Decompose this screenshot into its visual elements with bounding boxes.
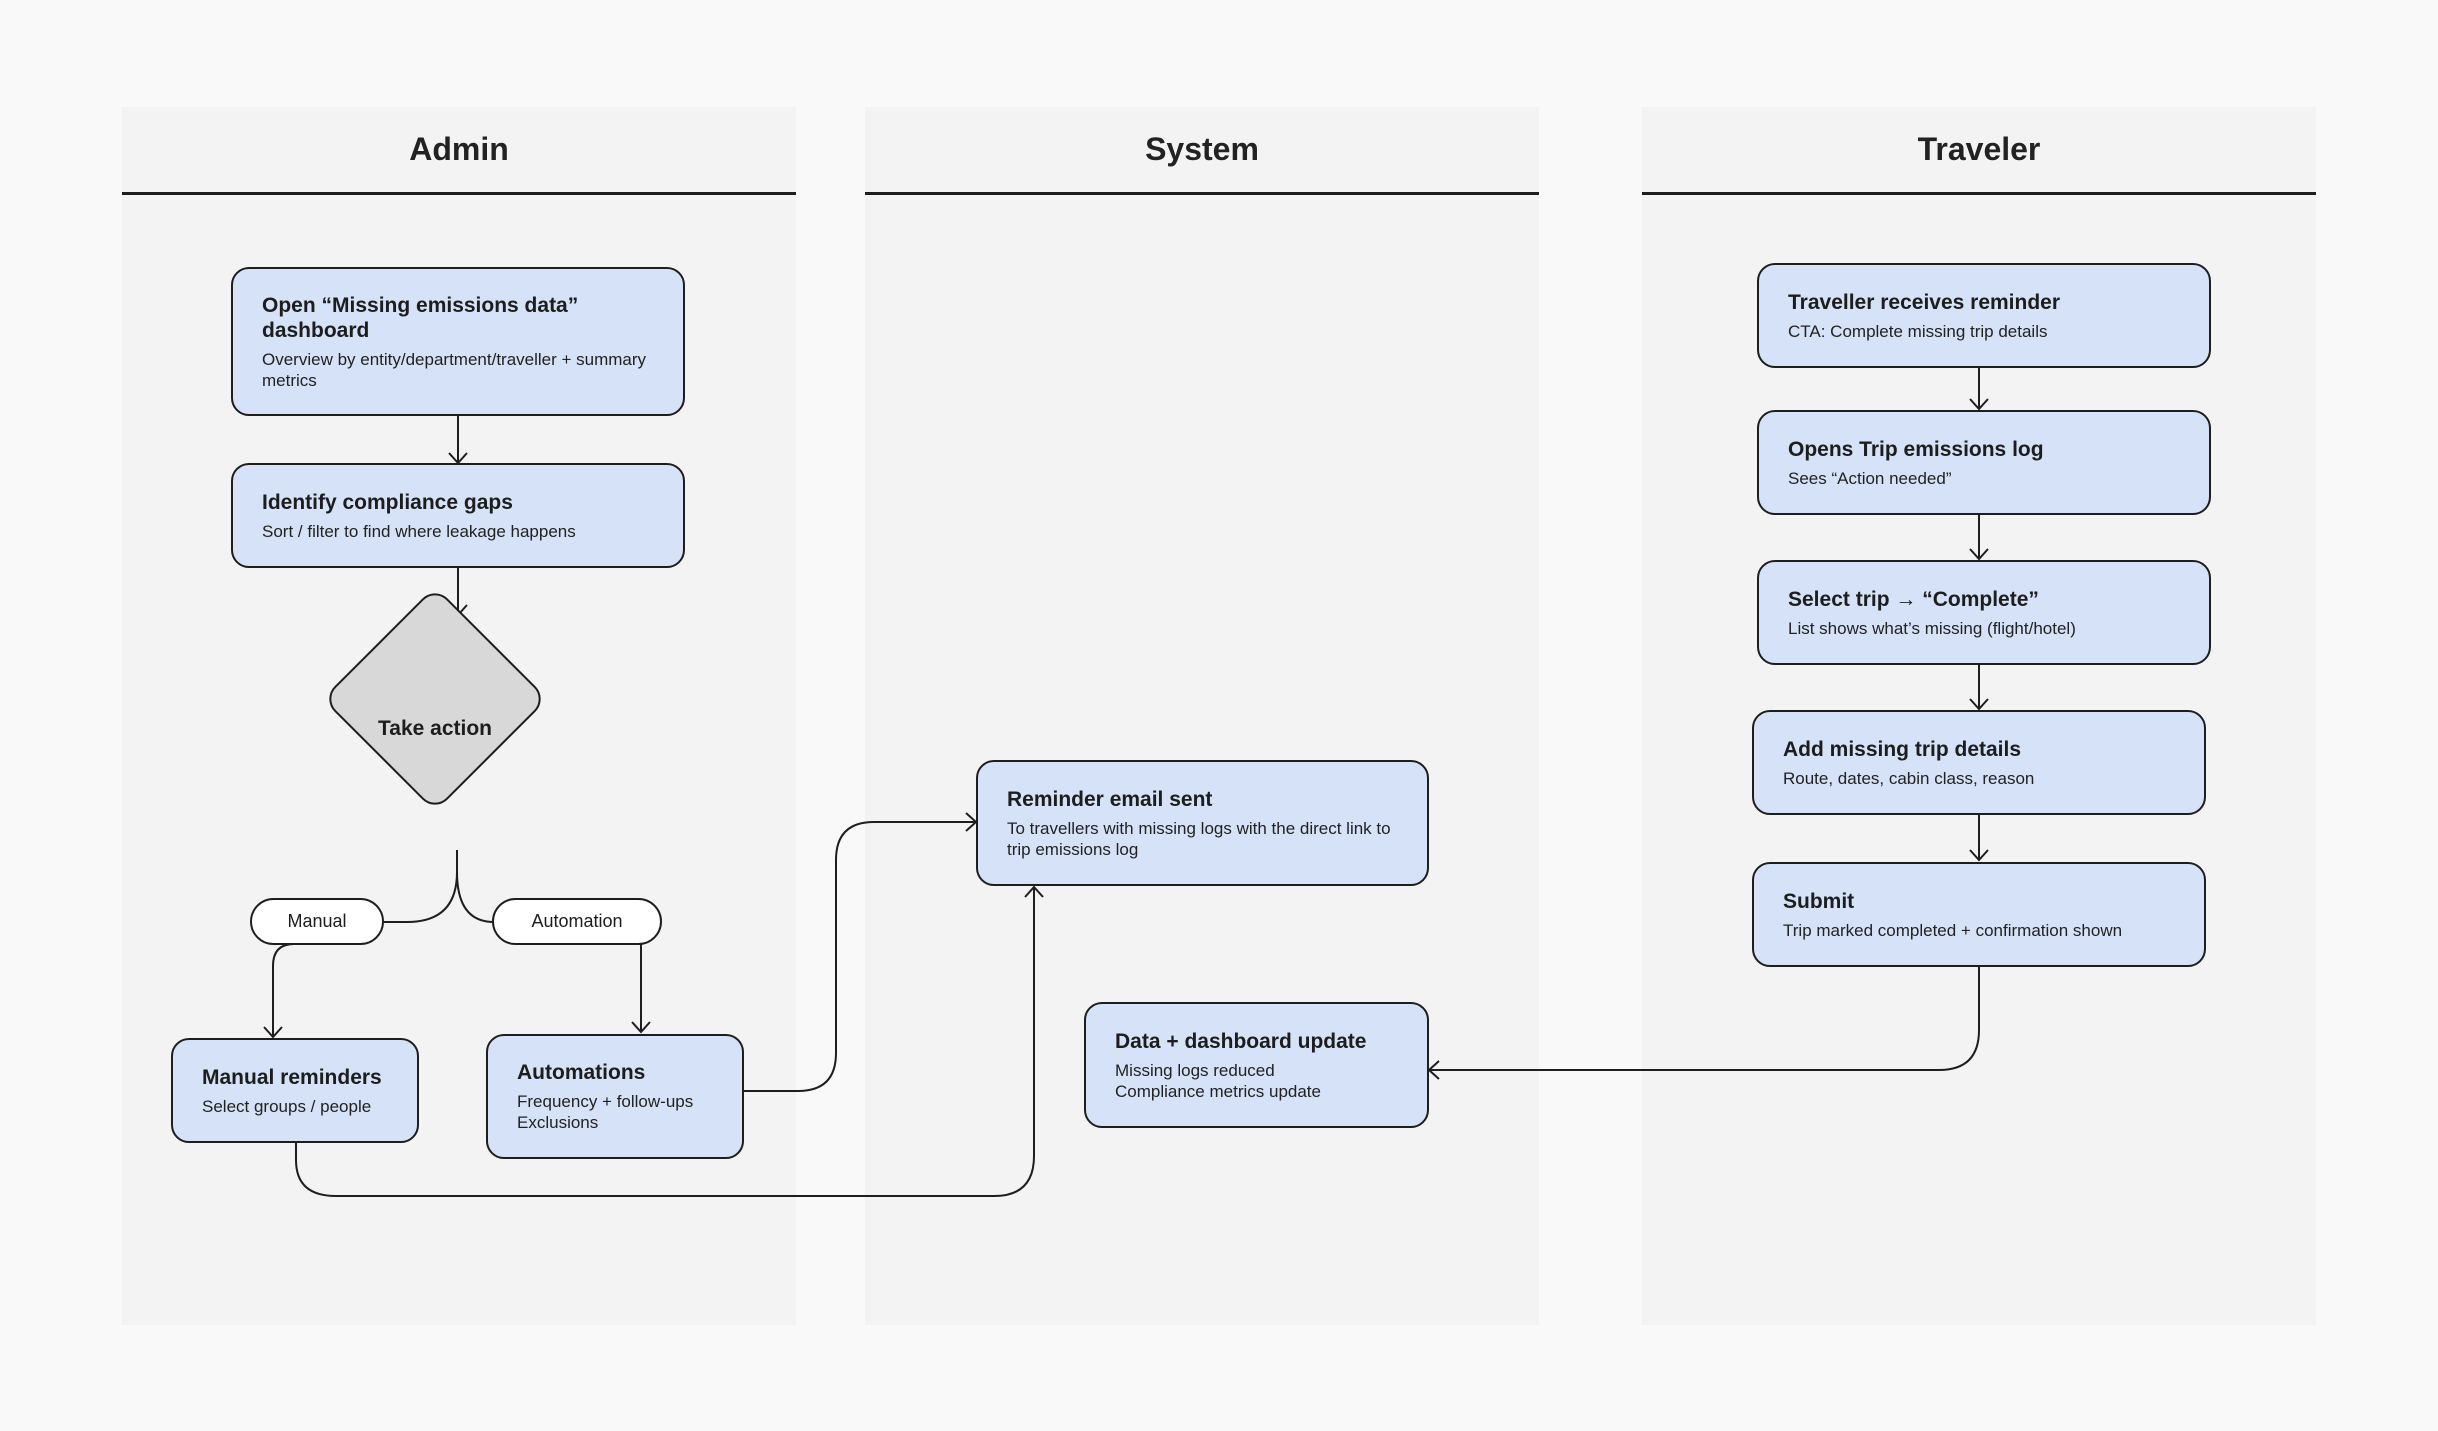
node-opens-log-subtitle: Sees “Action needed”	[1788, 468, 1952, 488]
node-submit[interactable]: Submit Trip marked completed + confirmat…	[1752, 862, 2206, 967]
decision-take-action-label: Take action	[378, 717, 492, 740]
node-automations-subtitle: Frequency + follow-ups Exclusions	[517, 1092, 694, 1132]
node-add-details-title: Add missing trip details	[1783, 737, 2022, 761]
node-traveller-receives-title: Traveller receives reminder	[1788, 290, 2061, 314]
node-automations-title: Automations	[517, 1061, 646, 1084]
node-data-update[interactable]: Data + dashboard update Missing logs red…	[1084, 1002, 1429, 1128]
node-manual-reminders[interactable]: Manual reminders Select groups / people	[171, 1038, 419, 1143]
lane-traveler-header: Traveler	[1642, 107, 2316, 195]
node-reminder-email-subtitle: To travellers with missing logs with the…	[1007, 818, 1391, 859]
node-select-trip-subtitle: List shows what’s missing (flight/hotel)	[1788, 618, 2076, 638]
node-manual-reminders-subtitle: Select groups / people	[202, 1096, 372, 1116]
node-opens-log-title: Opens Trip emissions log	[1788, 437, 2044, 461]
branch-automation-pill: Automation	[492, 898, 662, 945]
node-traveller-receives-subtitle: CTA: Complete missing trip details	[1788, 321, 2048, 341]
node-identify-gaps-subtitle: Sort / filter to find where leakage happ…	[262, 521, 576, 541]
node-data-update-title: Data + dashboard update	[1115, 1029, 1367, 1053]
node-submit-title: Submit	[1783, 889, 1855, 913]
node-open-dashboard-subtitle: Overview by entity/department/traveller …	[262, 349, 647, 390]
node-select-trip-title: Select trip → “Complete”	[1788, 587, 2039, 611]
node-opens-log[interactable]: Opens Trip emissions log Sees “Action ne…	[1757, 410, 2211, 515]
node-identify-gaps[interactable]: Identify compliance gaps Sort / filter t…	[231, 463, 685, 568]
node-manual-reminders-title: Manual reminders	[202, 1065, 382, 1089]
lane-system-header: System	[865, 107, 1539, 195]
node-open-dashboard[interactable]: Open “Missing emissions data” dashboard …	[231, 267, 685, 416]
node-open-dashboard-title: Open “Missing emissions data” dashboard	[262, 293, 579, 342]
node-automations[interactable]: Automations Frequency + follow-ups Exclu…	[486, 1034, 744, 1159]
lane-admin-header: Admin	[122, 107, 796, 195]
node-submit-subtitle: Trip marked completed + confirmation sho…	[1783, 920, 2123, 940]
node-reminder-email[interactable]: Reminder email sent To travellers with m…	[976, 760, 1429, 886]
branch-manual-pill: Manual	[250, 898, 384, 945]
node-add-details[interactable]: Add missing trip details Route, dates, c…	[1752, 710, 2206, 815]
node-add-details-subtitle: Route, dates, cabin class, reason	[1783, 768, 2035, 788]
node-traveller-receives[interactable]: Traveller receives reminder CTA: Complet…	[1757, 263, 2211, 368]
lane-system: System	[865, 107, 1539, 1325]
node-select-trip[interactable]: Select trip → “Complete” List shows what…	[1757, 560, 2211, 665]
node-data-update-subtitle: Missing logs reduced Compliance metrics …	[1115, 1060, 1321, 1101]
node-reminder-email-title: Reminder email sent	[1007, 787, 1213, 811]
node-identify-gaps-title: Identify compliance gaps	[262, 490, 513, 514]
